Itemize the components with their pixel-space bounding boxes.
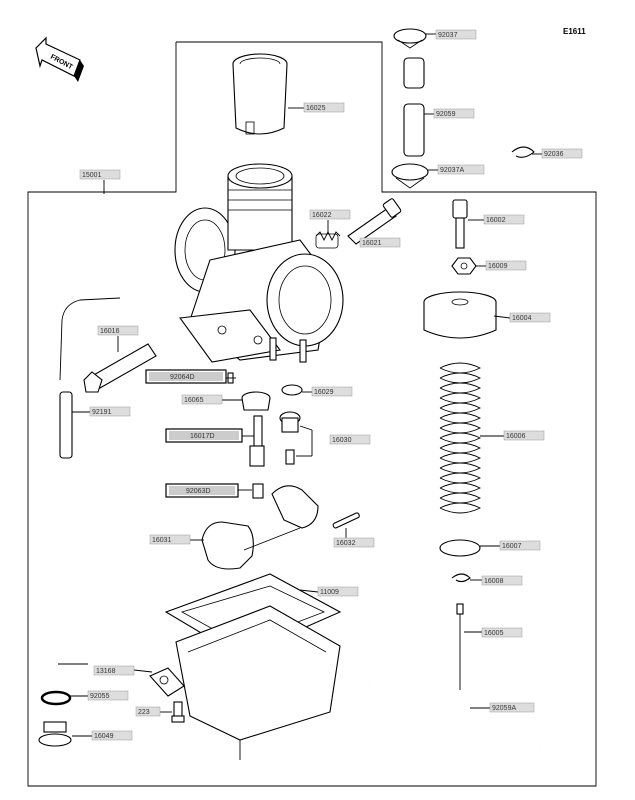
label-11009: 11009 <box>320 589 339 596</box>
label-16049: 16049 <box>94 733 114 740</box>
label-92059a: 92059A <box>492 705 516 712</box>
label-92037: 92037 <box>438 32 458 39</box>
float-pin-part <box>332 512 360 529</box>
circlip-92036-part <box>511 146 535 158</box>
needle-plate-part <box>439 539 481 557</box>
leader-lines <box>58 33 542 737</box>
throttle-spring-part <box>439 362 482 514</box>
label-92036: 92036 <box>544 151 564 158</box>
label-16021: 16021 <box>362 240 382 247</box>
label-16009: 16009 <box>488 263 508 270</box>
label-92064d: 92064D <box>170 374 195 381</box>
needle-clip-16008-part <box>451 573 471 583</box>
bracket-13168-part <box>149 667 185 697</box>
diagram-code: E1611 <box>563 27 586 36</box>
needle-clip-top-part <box>393 28 427 49</box>
label-92037a: 92037A <box>440 167 464 174</box>
jet-needle-part <box>456 603 464 690</box>
main-jet-16030-part <box>279 411 301 465</box>
label-16004: 16004 <box>512 315 532 322</box>
idle-screw-16021-part <box>347 198 402 245</box>
label-16005: 16005 <box>484 630 504 637</box>
label-16030: 16030 <box>332 437 352 444</box>
label-223: 223 <box>138 709 150 716</box>
label-16029: 16029 <box>314 389 334 396</box>
label-92063d: 92063D <box>186 488 211 495</box>
overflow-tube-92191-part <box>59 391 73 459</box>
washer-16029-part <box>281 384 303 396</box>
float-part <box>201 485 319 570</box>
label-16022: 16022 <box>312 212 332 219</box>
jet-16002-part <box>452 199 468 249</box>
jet-holder-16065-part <box>241 391 271 411</box>
assembly-frame <box>27 41 597 787</box>
throttle-valve-part <box>232 53 288 135</box>
float-bowl-part <box>175 605 341 760</box>
drain-plug-16049-part <box>38 721 72 747</box>
front-arrow-icon: FRONT <box>35 36 84 82</box>
screw-223-part <box>171 701 185 723</box>
spring-16022-part <box>315 230 341 249</box>
pin-92063d-part <box>252 483 264 499</box>
label-16002: 16002 <box>486 217 506 224</box>
label-16016: 16016 <box>100 328 120 335</box>
label-15001: 15001 <box>82 172 102 179</box>
label-16032: 16032 <box>336 540 356 547</box>
label-16065: 16065 <box>184 397 204 404</box>
label-92059: 92059 <box>436 111 456 118</box>
mixing-chamber-cap-part <box>423 291 497 339</box>
tube-92059-part <box>403 57 425 157</box>
needle-jet-part <box>249 415 265 467</box>
carburetor-body-part <box>174 163 344 363</box>
drain-tube-part <box>369 683 541 747</box>
label-16017d: 16017D <box>190 433 215 440</box>
label-92055: 92055 <box>90 693 110 700</box>
part-labels: 92037 16025 92059 92037A 92036 15001 160… <box>79 29 583 741</box>
choke-cable-part <box>59 297 121 381</box>
o-ring-92055-part <box>40 690 72 706</box>
label-16008: 16008 <box>484 578 504 585</box>
needle-clip-bottom-part <box>391 163 429 189</box>
label-92191: 92191 <box>92 409 112 416</box>
label-13168: 13168 <box>96 668 116 675</box>
label-16007: 16007 <box>502 543 522 550</box>
label-16025: 16025 <box>306 105 326 112</box>
label-16006: 16006 <box>506 433 526 440</box>
nut-16009-part <box>451 257 477 275</box>
label-16031: 16031 <box>152 537 172 544</box>
starter-plunger-part <box>83 343 157 393</box>
